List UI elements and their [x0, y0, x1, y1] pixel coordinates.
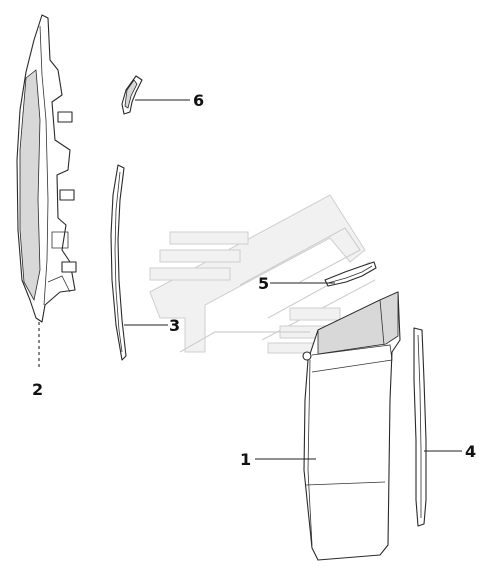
watermark-logo	[149, 194, 376, 354]
leader-lines	[38, 99, 462, 460]
part-1-housing	[302, 291, 401, 561]
part-5-trim	[324, 261, 377, 287]
part-6-clip	[121, 75, 143, 115]
callout-4: 4	[465, 442, 476, 461]
callout-labels: 6 2 3 5 1 4	[32, 91, 476, 469]
part-2-bracket	[16, 14, 77, 323]
part-3-strip	[110, 164, 127, 361]
callout-6: 6	[193, 91, 204, 110]
callout-5: 5	[258, 274, 269, 293]
callout-1: 1	[240, 450, 251, 469]
callout-2: 2	[32, 380, 43, 399]
callout-3: 3	[169, 316, 180, 335]
part-4-trim	[413, 327, 427, 527]
